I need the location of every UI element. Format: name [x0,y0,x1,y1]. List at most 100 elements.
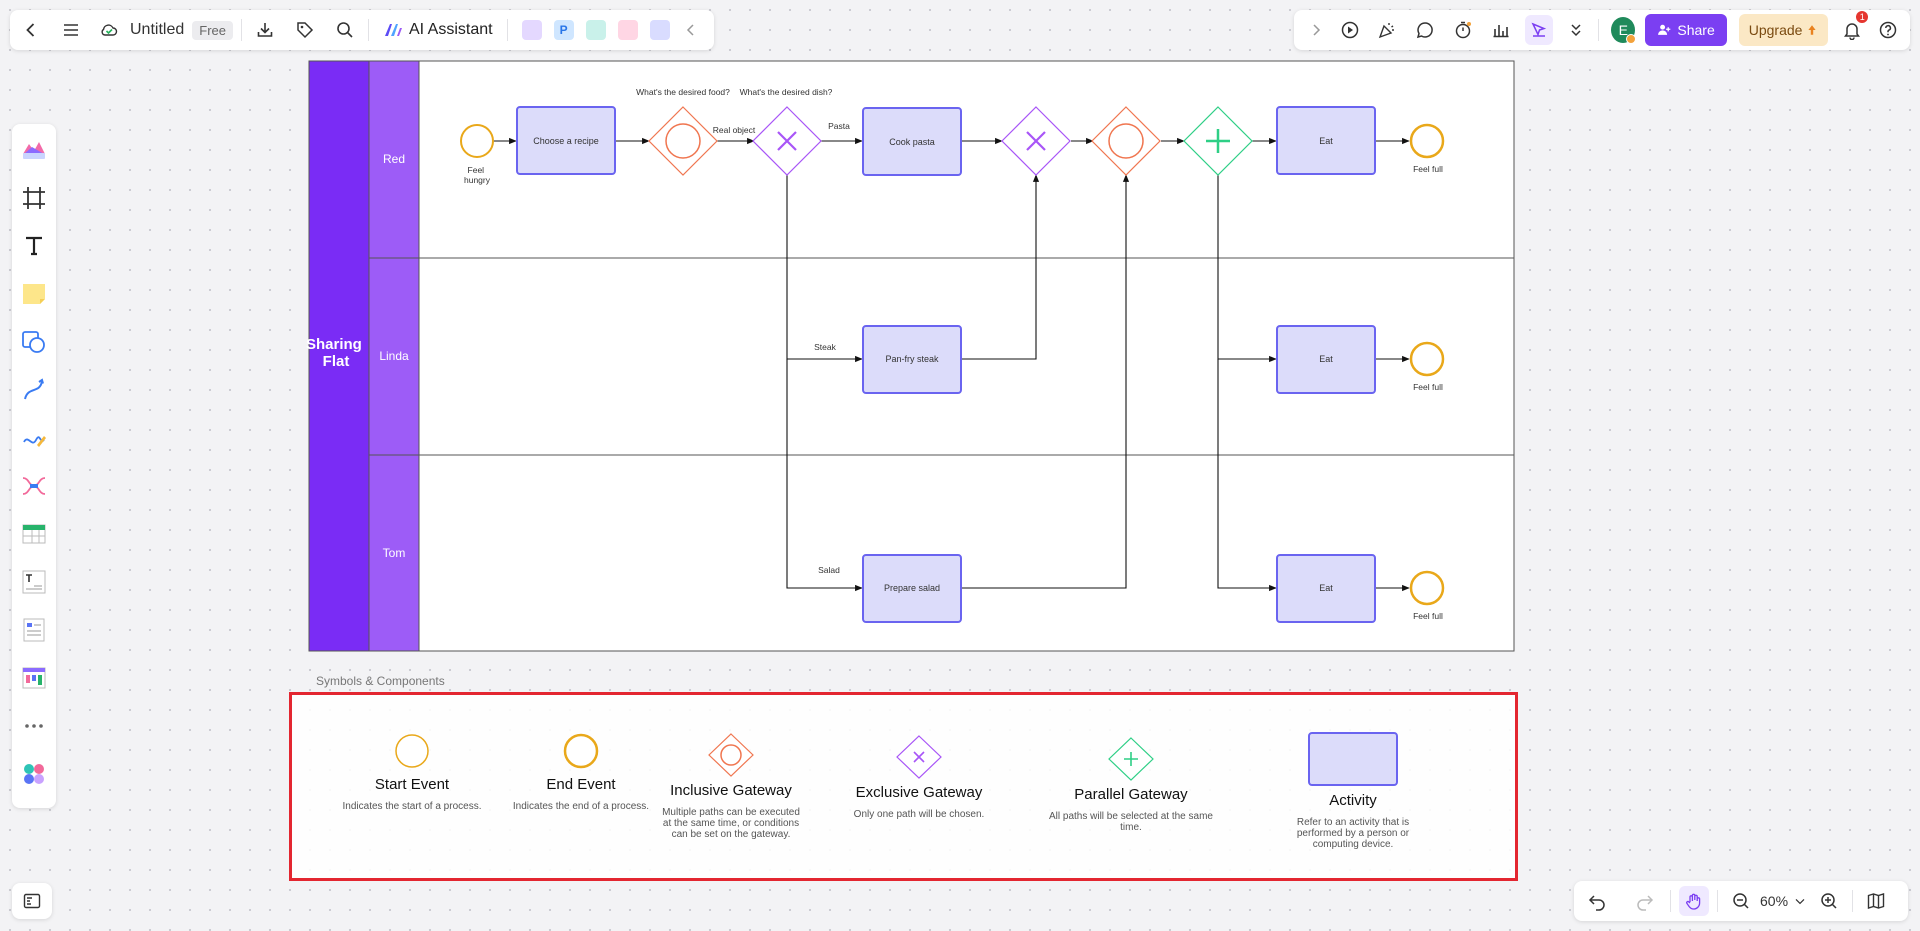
user-avatar[interactable]: E [1611,17,1637,44]
timer-icon[interactable] [1449,15,1477,45]
zoom-level[interactable]: 60% [1760,893,1789,909]
flow-connector[interactable] [962,174,1130,589]
inclusive-gateway-2[interactable] [1091,106,1161,176]
lane-header-linda[interactable] [368,257,420,456]
divider [1852,890,1854,912]
end-event-tom[interactable] [1409,570,1445,606]
play-icon[interactable] [1336,15,1364,45]
cursor-follow-icon[interactable] [1524,15,1553,45]
table-icon[interactable] [17,514,51,554]
upgrade-button[interactable]: Upgrade [1738,14,1829,46]
legend-desc: All paths will be selected at the same t… [1049,811,1213,833]
mindmap-icon[interactable] [17,466,51,506]
legend-desc: Indicates the end of a process. [512,801,650,812]
upgrade-arrow-icon [1808,25,1817,35]
mindmap-app-icon[interactable] [585,20,606,40]
start-event[interactable] [460,124,494,158]
templates-icon[interactable] [17,130,51,170]
legend-name: Start Event [374,776,450,793]
legend-exclusive-gateway[interactable]: Exclusive Gateway Only one path will be … [844,735,994,820]
redo-icon[interactable] [1630,886,1660,916]
pool-header[interactable] [308,60,370,652]
inclusive-gateway-1[interactable] [648,106,718,176]
activity-cook-pasta[interactable] [862,107,962,176]
kanban-icon[interactable] [17,658,51,698]
zoom-out-icon[interactable] [1726,886,1756,916]
activity-choose-recipe[interactable] [516,106,616,175]
activity-pan-fry-steak[interactable] [862,325,962,394]
add-person-icon [1658,24,1671,35]
expand-icon[interactable] [1302,15,1330,45]
collapse-icon[interactable] [676,15,706,45]
celebrate-icon[interactable] [1374,15,1402,45]
legend-inclusive-gateway[interactable]: Inclusive Gateway Multiple paths can be … [661,733,801,840]
apps-icon[interactable] [17,754,51,794]
exclusive-gateway-symbol [896,735,942,779]
comment-icon[interactable] [1411,15,1439,45]
text-block-icon[interactable] [17,562,51,602]
legend-highlight-box[interactable]: Start Event Indicates the start of a pro… [289,692,1518,881]
ai-assistant-button[interactable]: AI Assistant [377,20,499,40]
pen-icon[interactable] [17,418,51,458]
more-tools-icon[interactable] [1563,15,1591,45]
end-event-red-label: Feel full [1413,164,1443,174]
legend-end-event[interactable]: End Event Indicates the end of a process… [511,731,651,812]
activity-eat-linda[interactable] [1276,325,1376,394]
download-icon[interactable] [250,15,280,45]
ai-logo-icon [384,24,402,36]
map-icon[interactable] [1861,886,1891,916]
parallel-gateway[interactable] [1183,106,1253,176]
end-event-linda[interactable] [1409,341,1445,377]
legend-desc: Indicates the start of a process. [342,801,482,812]
board-app-icon[interactable] [649,20,670,40]
lane-header-red[interactable] [368,60,420,259]
text-icon[interactable] [17,226,51,266]
end-event-red[interactable] [1409,123,1445,159]
end-event-symbol [563,733,599,769]
back-icon[interactable] [16,15,46,45]
hand-pan-icon[interactable] [1679,886,1709,916]
legend-activity[interactable]: Activity Refer to an activity that is pe… [1288,731,1418,850]
image-app-icon[interactable] [521,20,542,40]
cloud-saved-icon [94,15,124,45]
outline-panel-button[interactable] [12,883,52,919]
share-button[interactable]: Share [1645,14,1727,46]
activity-prepare-salad[interactable] [862,554,962,623]
frame-icon[interactable] [17,178,51,218]
zoom-in-icon[interactable] [1814,886,1844,916]
help-icon[interactable] [1874,15,1902,45]
menu-icon[interactable] [56,15,86,45]
legend-name: Exclusive Gateway [855,784,983,801]
bell-icon[interactable]: 1 [1838,11,1869,45]
exclusive-gateway-2[interactable] [1001,106,1071,176]
search-icon[interactable] [330,15,360,45]
legend-parallel-gateway[interactable]: Parallel Gateway All paths will be selec… [1048,737,1214,833]
exclusive-gateway-1[interactable] [752,106,822,176]
tag-icon[interactable] [290,15,320,45]
flow-connector[interactable] [962,174,1040,360]
avatar-initial: E [1618,22,1629,38]
lane-header-tom[interactable] [368,454,420,652]
undo-icon[interactable] [1582,886,1612,916]
activity-eat-red[interactable] [1276,106,1376,175]
chart-app-icon[interactable] [617,20,638,40]
flow-connector[interactable] [786,359,863,592]
document-block-icon[interactable] [17,610,51,650]
legend-name: End Event [546,776,616,793]
legend-start-event[interactable]: Start Event Indicates the start of a pro… [342,731,482,812]
vote-chart-icon[interactable] [1487,15,1515,45]
shapes-icon[interactable] [17,322,51,362]
activity-eat-linda-label: Eat [1319,354,1333,364]
legend-desc: Refer to an activity that is performed b… [1296,817,1410,850]
sticky-note-icon[interactable] [17,274,51,314]
activity-eat-red-label: Eat [1319,136,1333,146]
activity-eat-tom[interactable] [1276,554,1376,623]
more-icon[interactable] [17,706,51,746]
legend-name: Activity [1329,792,1377,809]
presentation-app-icon[interactable]: P [553,20,574,40]
flow-connector[interactable] [1217,359,1277,592]
document-title[interactable]: Untitled [130,21,185,38]
chevron-down-icon[interactable] [1792,886,1808,916]
connector-icon[interactable] [17,370,51,410]
